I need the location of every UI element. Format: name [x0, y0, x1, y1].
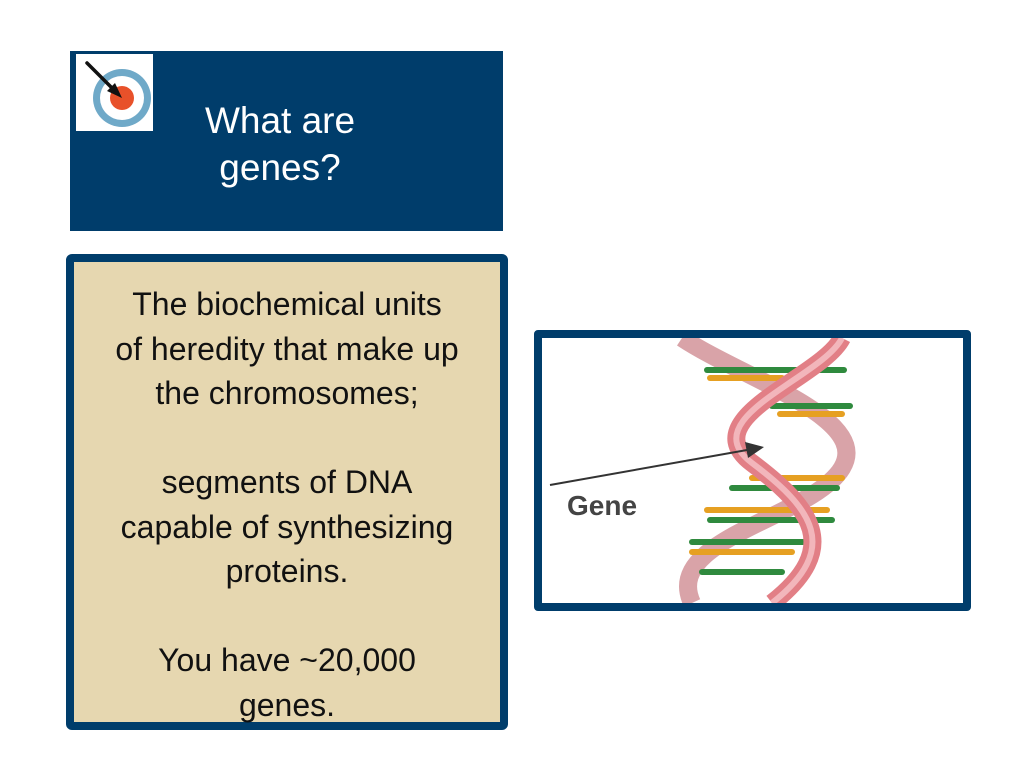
page-title: What are genes? [180, 97, 380, 191]
definition-line: You have ~20,000 [158, 642, 416, 678]
title-line: What are [204, 100, 356, 141]
gene-label: Gene [567, 490, 637, 521]
paragraph-gap [74, 594, 500, 639]
definition-line: the chromosomes; [155, 375, 419, 411]
gene-image-frame: Gene [534, 330, 971, 611]
title-panel: What are genes? [70, 51, 503, 231]
paragraph-gap [74, 416, 500, 461]
definition-text: The biochemical units of heredity that m… [74, 282, 500, 727]
definition-box: The biochemical units of heredity that m… [66, 254, 508, 730]
dna-double-helix-icon: Gene [549, 338, 856, 603]
title-line: genes? [219, 147, 341, 188]
definition-line: of heredity that make up [115, 330, 459, 367]
definition-line: proteins. [225, 553, 349, 589]
definition-line: segments of DNA [161, 464, 413, 500]
definition-line: genes. [238, 686, 336, 723]
definition-line: capable of synthesizing [120, 508, 454, 545]
target-arrow-icon [76, 54, 153, 131]
definition-line: The biochemical units [132, 286, 442, 322]
